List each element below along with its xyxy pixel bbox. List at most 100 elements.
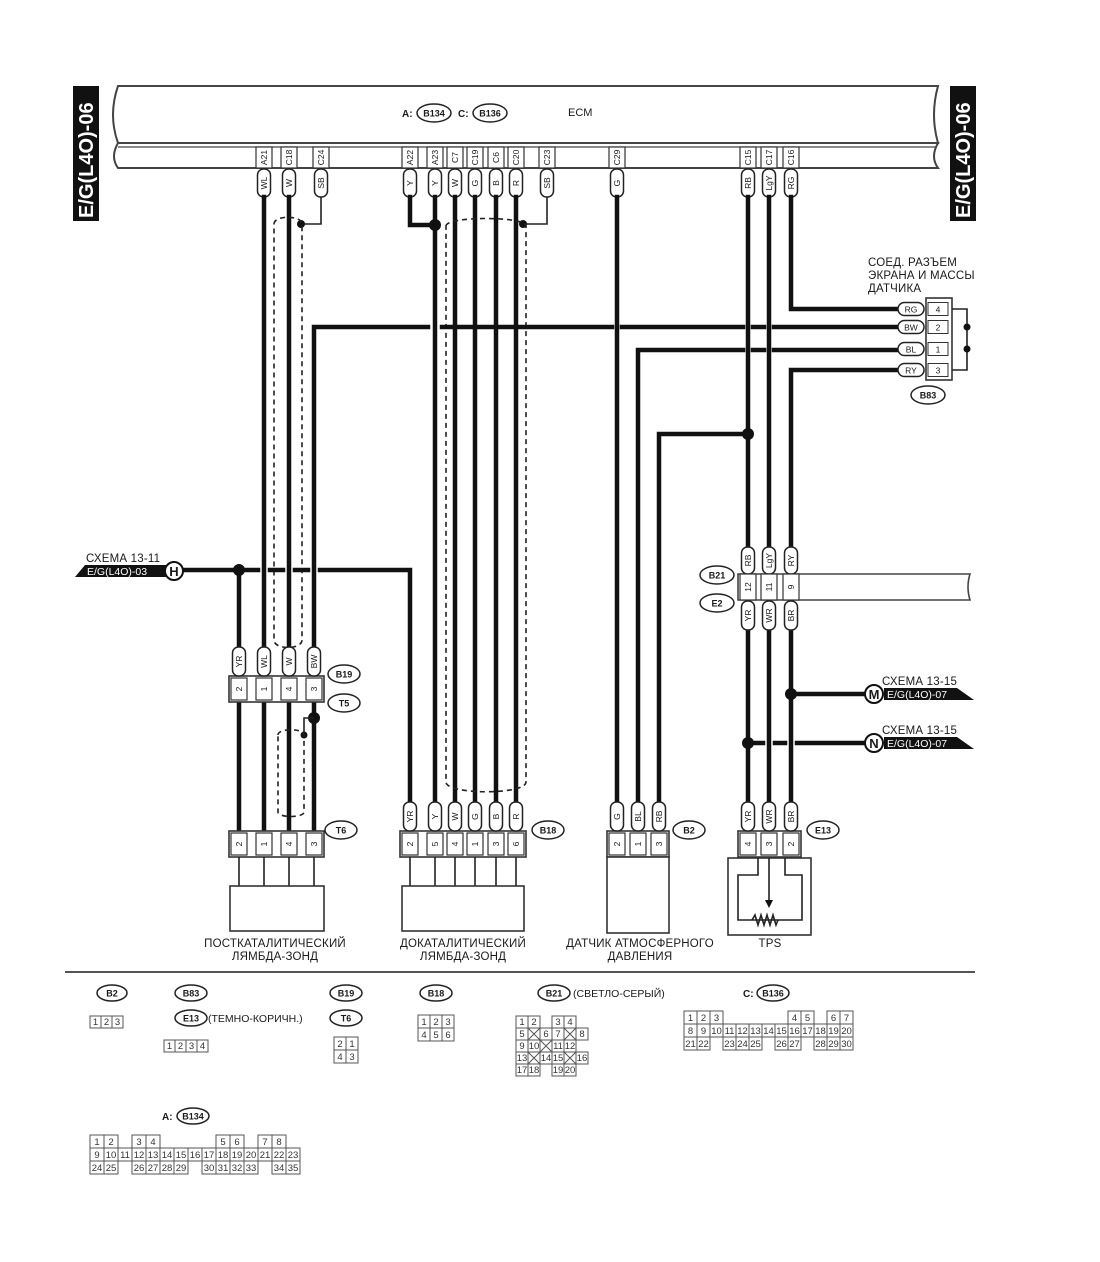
legend-b134-grid-pin: 14 xyxy=(162,1150,173,1161)
b19-wire-color-2-text: W xyxy=(284,657,294,665)
legend-b136-grid-pin: 8 xyxy=(688,1026,693,1037)
b2-wire-color-0: G xyxy=(609,801,625,832)
ref-n[interactable]: СХЕМА 13-15 N E/G(L4O)-07 xyxy=(864,725,974,753)
legend-b134-id: B134 xyxy=(182,1112,204,1122)
b18-wire-color-3-text: G xyxy=(470,813,480,820)
legend-b21-grid-pin: 20 xyxy=(565,1065,576,1076)
legend-b136-grid-pin: 18 xyxy=(815,1026,826,1037)
legend-b83-badge[interactable] xyxy=(174,984,208,1002)
b21-bottom-color-2-text: BR xyxy=(786,610,796,622)
e13-wire-color-2-text: BR xyxy=(786,811,796,823)
legend-b19-grid-pin: 2 xyxy=(337,1039,342,1050)
legend-b21-grid-pin: 1 xyxy=(519,1017,524,1028)
b21-id: B21 xyxy=(709,571,726,581)
legend-b134-grid-pin: 10 xyxy=(106,1150,117,1161)
b2-pin-3-text: 3 xyxy=(654,841,664,846)
b2-wire-color-2: RB xyxy=(651,801,667,832)
e13-badge[interactable] xyxy=(806,820,840,840)
legend-b18-badge[interactable] xyxy=(419,984,453,1002)
b83-badge[interactable] xyxy=(910,385,946,405)
legend-t6-id: T6 xyxy=(341,1014,352,1024)
ecm-wire-color-c29: G xyxy=(609,168,625,198)
ecm-pin-c15-text: C15 xyxy=(743,149,753,165)
legend-b19-badge[interactable] xyxy=(329,984,363,1002)
b19-pin-2-text: 2 xyxy=(234,686,244,691)
ecm-wire-color-c20-text: R xyxy=(511,180,521,186)
legend-b136-grid-pin: 10 xyxy=(711,1026,722,1037)
ecm-conn-a-badge[interactable] xyxy=(416,103,452,123)
b2-badge[interactable] xyxy=(672,820,706,840)
b18-pin-3-text: 3 xyxy=(491,841,501,846)
pre-cat-label-2: ЛЯМБДА-ЗОНД xyxy=(420,951,506,963)
ref-n-scheme: СХЕМА 13-15 xyxy=(882,725,957,737)
page-tag-right[interactable]: E/G(L4O)-06 xyxy=(950,86,976,221)
legend-b136-grid-pin: 21 xyxy=(685,1039,696,1050)
ecm-pin-c7: C7 xyxy=(446,146,464,169)
t6-pin-4-text: 4 xyxy=(284,841,294,846)
ecm-pin-a21-text: A21 xyxy=(259,150,269,165)
ref-m[interactable]: СХЕМА 13-15 M E/G(L4O)-07 xyxy=(864,676,974,704)
legend-b134-grid-pin: 9 xyxy=(94,1150,99,1161)
ecm-wire-color-c18-text: W xyxy=(284,179,294,187)
b21-bottom-color-0: YR xyxy=(740,600,756,631)
b83-id: B83 xyxy=(920,391,937,401)
b18-badge[interactable] xyxy=(531,820,565,840)
legend-b134-grid-pin: 12 xyxy=(134,1150,145,1161)
b2-pin-1: 1 xyxy=(629,832,647,856)
e13-pin-3: 3 xyxy=(760,832,778,856)
ecm-wire-color-c17: LgY xyxy=(761,168,777,198)
ecm-pin-c17: C17 xyxy=(760,146,778,169)
ecm-conn-c-id: B136 xyxy=(479,109,501,119)
legend-e13-badge[interactable] xyxy=(174,1009,208,1027)
b18-wire-color-5: R xyxy=(508,801,524,832)
legend-t6-badge[interactable] xyxy=(329,1009,363,1027)
legend-b136-grid-pin: 17 xyxy=(802,1026,813,1037)
legend-b134-prefix: A: xyxy=(162,1112,173,1123)
legend-b21-grid-pin: 18 xyxy=(529,1065,540,1076)
page-tag-left[interactable]: E/G(L4O)-06 xyxy=(73,86,99,221)
legend-b2-grid-pin: 1 xyxy=(93,1017,98,1028)
b18-pin-2: 2 xyxy=(401,832,419,856)
ref-h[interactable]: СХЕМА 13-11 E/G(L4O)-03 H xyxy=(75,553,184,581)
ref-m-scheme: СХЕМА 13-15 xyxy=(882,676,957,688)
ecm-conn-c-badge[interactable] xyxy=(472,103,508,123)
t6-pin-3: 3 xyxy=(305,832,323,856)
legend-b134-badge[interactable] xyxy=(176,1107,210,1125)
b18-pin-2-text: 2 xyxy=(405,841,415,846)
legend-b2-badge[interactable] xyxy=(96,984,128,1002)
legend-b136-grid-pin: 7 xyxy=(844,1013,849,1024)
legend-b136-grid-pin: 13 xyxy=(750,1026,761,1037)
ref-h-scheme: СХЕМА 13-11 xyxy=(86,553,160,565)
legend-b134-grid-pin: 29 xyxy=(176,1163,187,1174)
legend-b83-grid-pin: 2 xyxy=(178,1041,183,1052)
legend-b21-grid-pin: 4 xyxy=(567,1017,572,1028)
e2-badge[interactable] xyxy=(699,593,735,613)
legend-b136-grid-pin: 3 xyxy=(714,1013,719,1024)
legend-b21-badge[interactable] xyxy=(537,984,571,1002)
t6-badge[interactable] xyxy=(324,820,358,840)
ecm-pin-c6-text: C6 xyxy=(491,152,501,163)
legend-b21-grid-pin: 3 xyxy=(555,1017,560,1028)
e13-wire-color-1-text: WR xyxy=(764,809,774,823)
b21-badge[interactable] xyxy=(699,565,735,585)
legend-b21-grid-pin: 9 xyxy=(519,1041,524,1052)
b2-wire-color-1: BL xyxy=(630,801,646,832)
t5-badge[interactable] xyxy=(327,693,361,713)
legend-b136-badge[interactable] xyxy=(756,984,790,1002)
b19-badge[interactable] xyxy=(327,664,361,684)
wires xyxy=(182,194,903,857)
ecm-pins: A21WLC18WC24SBA22YA23YC7WC19GC6BC20RC23S… xyxy=(255,146,800,198)
e13-id: E13 xyxy=(815,826,831,836)
b19-wire-color-3-text: BW xyxy=(309,655,319,669)
b83-pin-number: 2 xyxy=(936,323,941,333)
ecm-wire-color-a22-text: Y xyxy=(405,180,415,186)
ecm-pin-c6: C6 xyxy=(487,146,505,169)
